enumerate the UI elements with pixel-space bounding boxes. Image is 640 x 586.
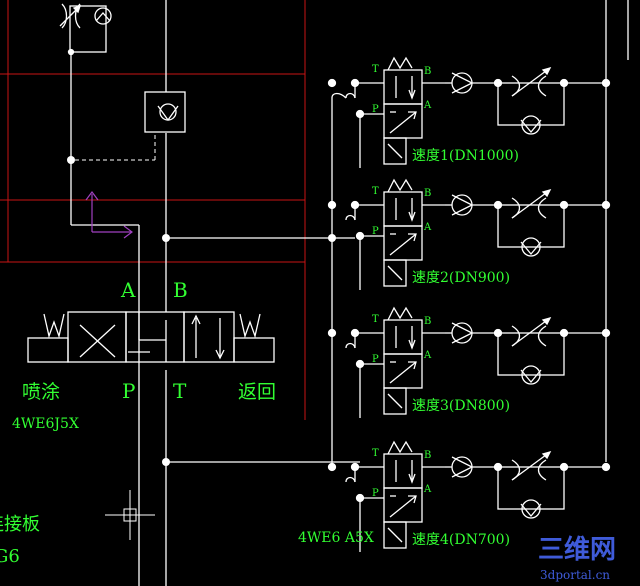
speed-valve-group — [327, 178, 611, 290]
watermark-url: 3dportal.cn — [540, 568, 610, 582]
crosshair-icon — [105, 490, 155, 540]
junction-dot — [493, 78, 503, 88]
junction-dot — [493, 200, 503, 210]
check-valve-icon — [451, 194, 473, 216]
junction-dot — [350, 78, 360, 88]
junction-dot — [327, 462, 337, 472]
check-valve-icon — [451, 322, 473, 344]
port-p-label: P — [122, 379, 135, 403]
solenoid-icon — [387, 265, 403, 281]
spray-label: 喷涂 — [22, 381, 60, 403]
solenoid-icon — [387, 143, 403, 159]
speed-valve-label: 速度3(DN800) — [412, 398, 510, 414]
junction-dot — [327, 200, 337, 210]
junction-dot — [559, 462, 569, 472]
supply-lines — [331, 0, 629, 470]
junction-dot — [350, 328, 360, 338]
watermark-cn: 三维网 — [538, 534, 616, 565]
main-lines — [70, 0, 360, 586]
junction-dot — [559, 78, 569, 88]
port-a-label: A — [120, 278, 136, 302]
port-b-label: B — [424, 66, 431, 77]
junction-dot — [601, 462, 611, 472]
speed-valve-label: 速度1(DN1000) — [412, 148, 519, 164]
check-valve-icon — [451, 456, 473, 478]
junction-dot — [493, 462, 503, 472]
port-b-label: B — [173, 278, 188, 302]
return-label: 返回 — [238, 381, 276, 403]
junction-dot — [601, 328, 611, 338]
main-directional-valve — [27, 311, 275, 363]
junction-dot — [559, 200, 569, 210]
throttle-valve-icon — [497, 466, 565, 510]
port-a-label: A — [423, 350, 432, 361]
top-flow-control — [59, 3, 112, 56]
spring-icon — [387, 440, 413, 455]
spring-icon — [387, 178, 413, 193]
port-a-label: A — [423, 484, 432, 495]
port-b-label: B — [424, 450, 431, 461]
red-frame — [0, 0, 306, 420]
junction-dot — [355, 493, 365, 503]
junction-dot — [67, 156, 75, 164]
junction-dot — [327, 328, 337, 338]
pilot-check-valve — [144, 91, 186, 133]
port-t-label: T — [372, 448, 379, 459]
speed-valve-label: 速度2(DN900) — [412, 270, 510, 286]
port-a-label: A — [423, 100, 432, 111]
code-label: G6 — [0, 546, 20, 567]
check-valve-icon — [451, 72, 473, 94]
port-t-label: T — [372, 186, 379, 197]
junction-dot — [355, 231, 365, 241]
junction-dot — [493, 328, 503, 338]
ucs-icon — [85, 191, 133, 239]
junction-dot — [601, 78, 611, 88]
port-b-label: B — [424, 316, 431, 327]
speed-valve-group — [327, 56, 611, 168]
junction-dot — [601, 200, 611, 210]
speed-valve-groups: T B P A 速度1(DN1000) T B P A 速度2(DN900) T B P A 速度3(DN8… — [162, 56, 611, 552]
junction-dot — [328, 234, 336, 242]
plate-label: 连接板 — [0, 514, 40, 535]
spring-icon — [387, 306, 413, 321]
port-p-label: P — [372, 104, 379, 115]
port-b-label: B — [424, 188, 431, 199]
speed-valve-group — [327, 306, 611, 418]
spring-icon — [387, 56, 413, 71]
solenoid-icon — [387, 527, 403, 543]
junction-dot — [355, 359, 365, 369]
port-a-label: A — [423, 222, 432, 233]
speed-valve-group — [327, 440, 611, 552]
junction-dot — [350, 200, 360, 210]
solenoid-icon — [387, 393, 403, 409]
port-p-label: P — [372, 226, 379, 237]
throttle-valve-icon — [497, 82, 565, 126]
throttle-valve-icon — [497, 204, 565, 248]
port-p-label: P — [372, 354, 379, 365]
port-t-label: T — [372, 314, 379, 325]
junction-dot — [350, 462, 360, 472]
port-t-label: T — [173, 379, 187, 403]
pilot-line — [75, 132, 156, 161]
speed-valve-label: 速度4(DN700) — [412, 532, 510, 548]
throttle-valve-icon — [497, 332, 565, 376]
speed-valve-model: 4WE6 A5X — [298, 530, 374, 546]
main-valve-model: 4WE6J5X — [12, 416, 79, 432]
port-t-label: T — [372, 64, 379, 75]
junction-dot — [162, 458, 170, 466]
port-p-label: P — [372, 488, 379, 499]
junction-dot — [355, 109, 365, 119]
junction-dot — [327, 78, 337, 88]
junction-dot — [559, 328, 569, 338]
junction-dot — [162, 234, 170, 242]
